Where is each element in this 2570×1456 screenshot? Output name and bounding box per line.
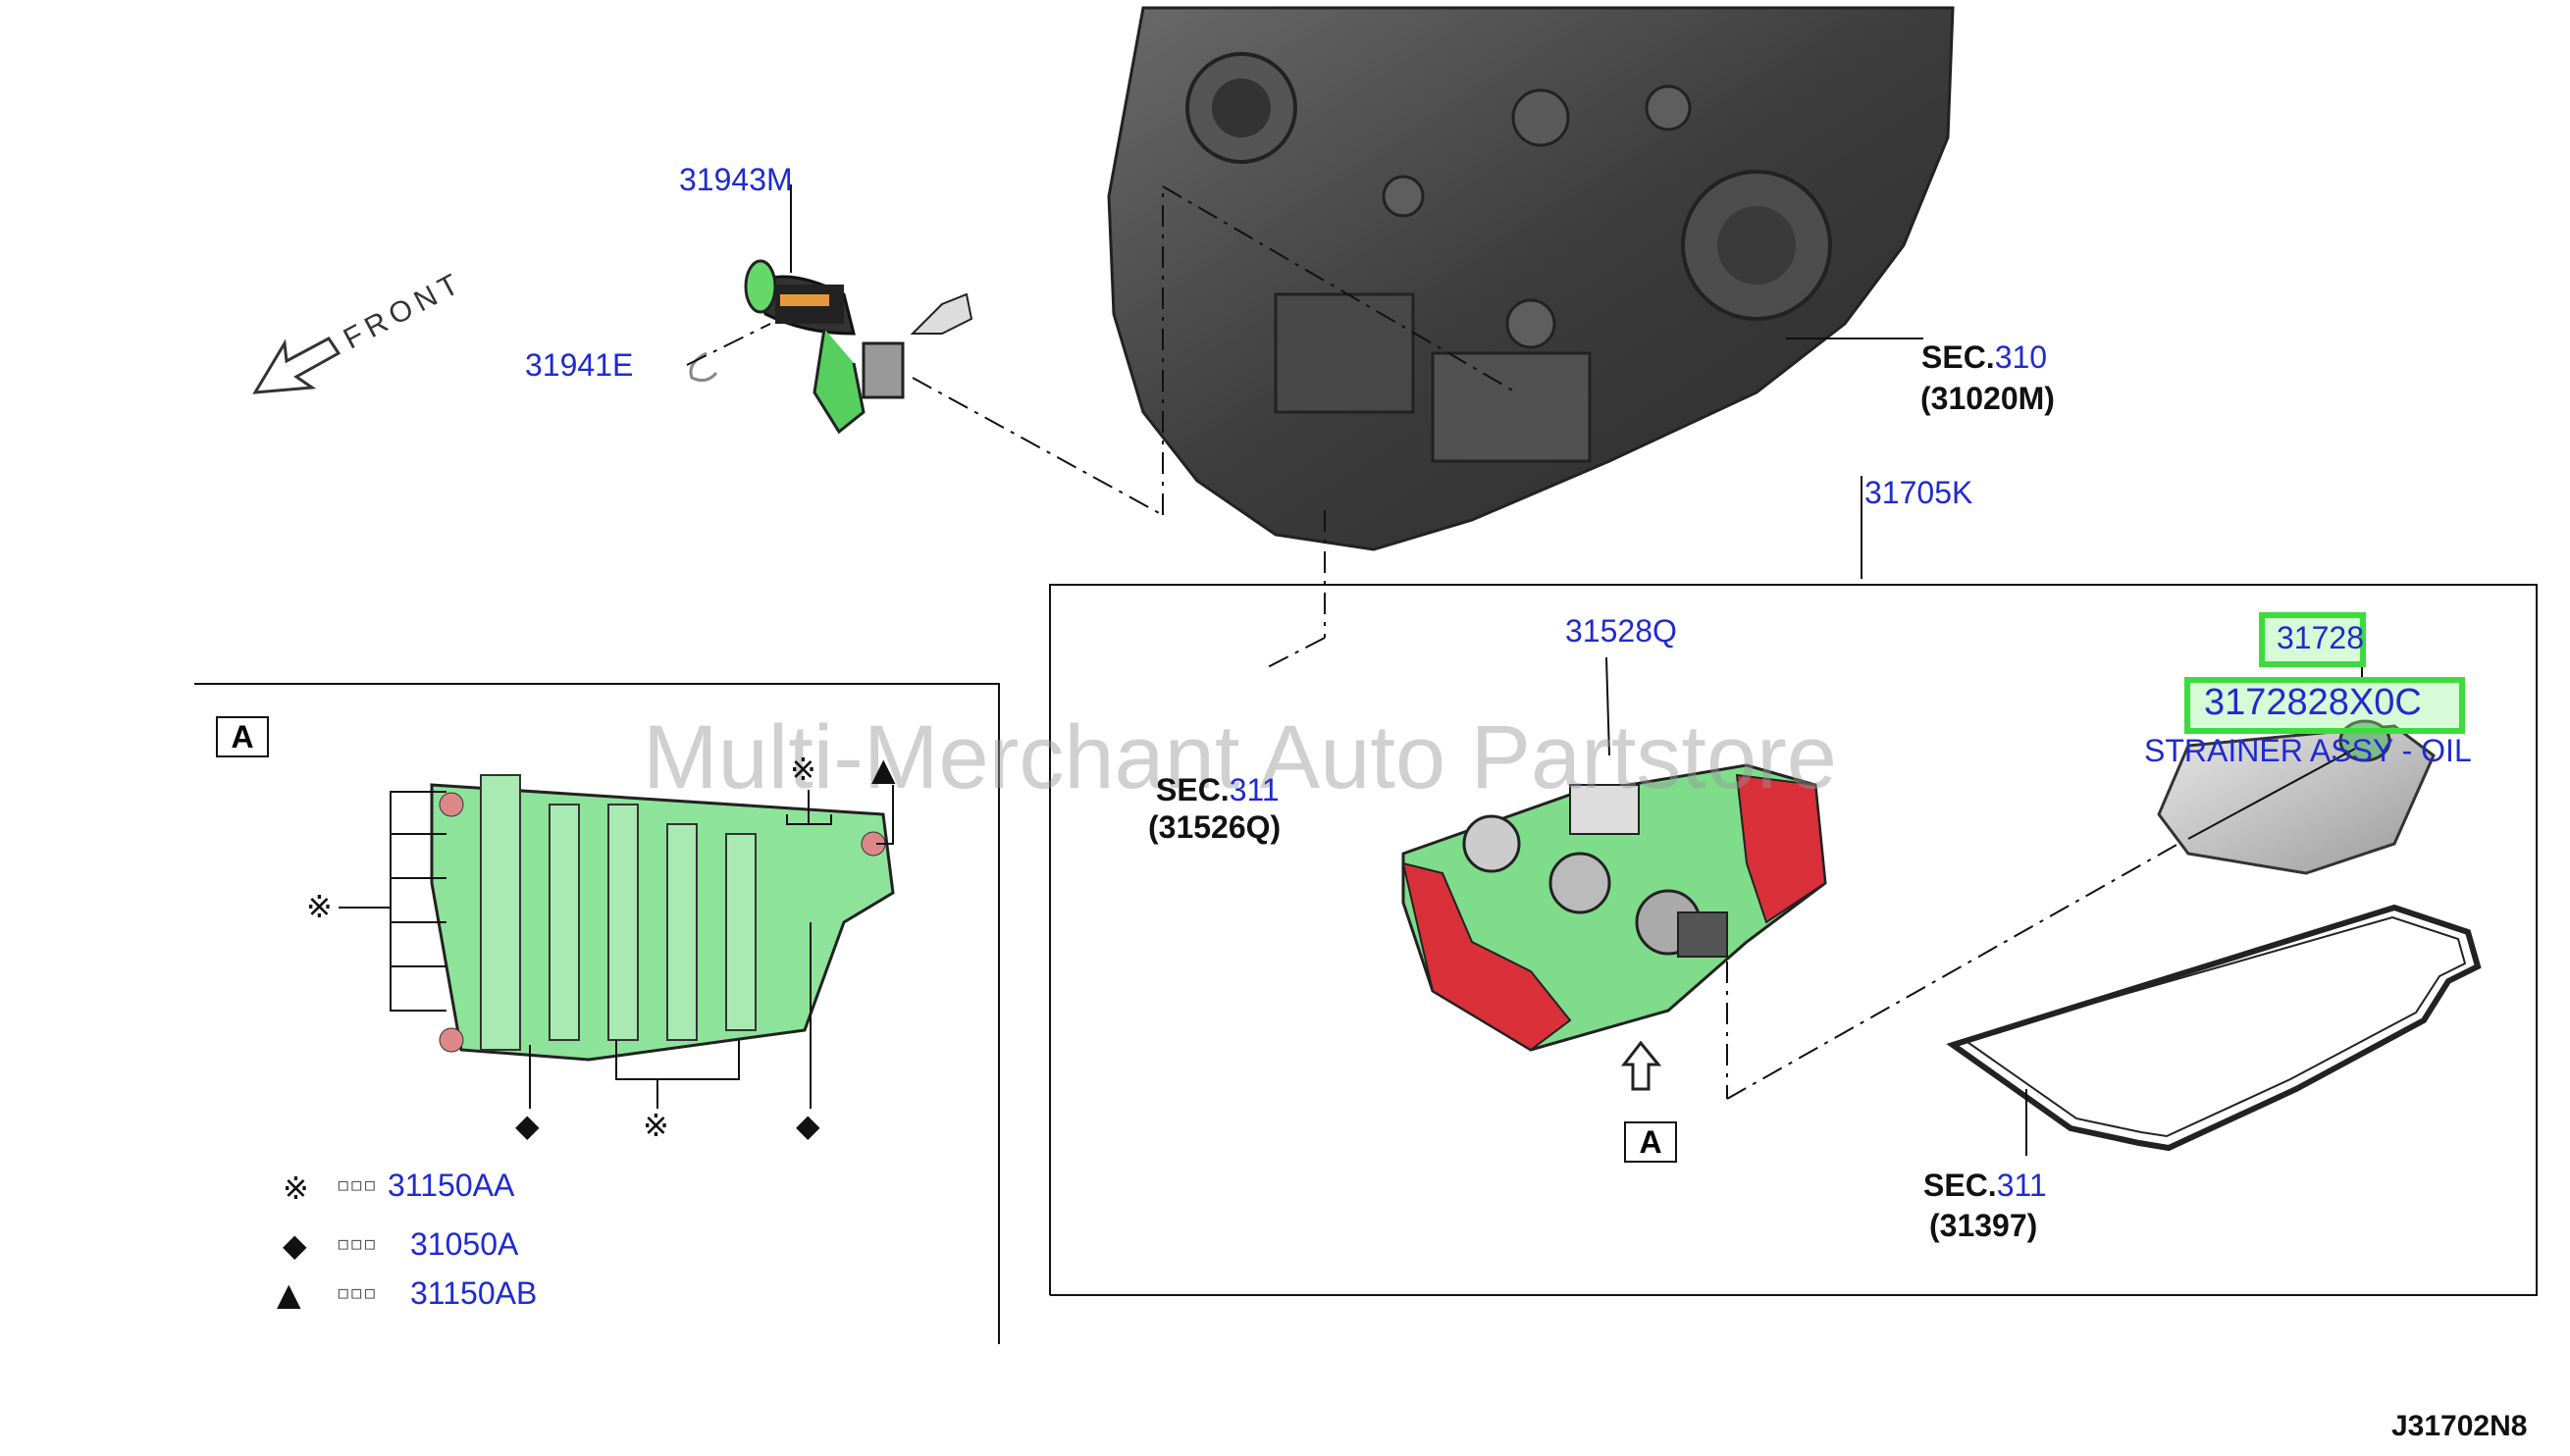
part-link-31728[interactable]: 31728 bbox=[2277, 620, 2364, 655]
legend-dots-1: ▫▫▫ bbox=[337, 1172, 377, 1196]
dash-dot-lines bbox=[686, 185, 2179, 1100]
section-number-311-upper[interactable]: 311 bbox=[1229, 772, 1280, 807]
highlight-box-31728 bbox=[2259, 612, 2366, 667]
legend-part-link-31150AB[interactable]: 31150AB bbox=[410, 1275, 538, 1311]
highlight-box-3172828X0C bbox=[2184, 677, 2465, 734]
valve-body-illustration bbox=[1401, 763, 1827, 1052]
section-ref-311-lower[interactable]: SEC.311 bbox=[1923, 1168, 2047, 1204]
legend-symbol-triangle: ▲ bbox=[277, 1275, 301, 1313]
view-label-box: A bbox=[1624, 1121, 1677, 1163]
inset-label-box: A bbox=[216, 716, 269, 757]
part-link-31528Q[interactable]: 31528Q bbox=[1565, 613, 1677, 649]
legend-dots-3: ▫▫▫ bbox=[337, 1280, 377, 1304]
part-link-3172828X0C[interactable]: 3172828X0C bbox=[2204, 682, 2422, 723]
inset-brackets bbox=[339, 785, 894, 1109]
inset-symbol-diamond-left: ◆ bbox=[515, 1107, 540, 1144]
section-prefix: SEC. bbox=[1156, 772, 1230, 807]
inset-symbol-diamond-right: ◆ bbox=[796, 1107, 820, 1144]
section-ref-310[interactable]: SEC.310 bbox=[1921, 339, 2047, 376]
inset-valve-body-illustration bbox=[430, 774, 895, 1062]
oil-pan-gasket-illustration bbox=[1946, 904, 2482, 1152]
inset-symbol-kome-bottom: ※ bbox=[643, 1107, 669, 1144]
section-ref-311-upper[interactable]: SEC.311 bbox=[1156, 772, 1280, 808]
legend-part-link-31050A[interactable]: 31050A bbox=[410, 1226, 519, 1262]
legend-symbol-diamond: ◆ bbox=[283, 1226, 307, 1264]
legend-dots-2: ▫▫▫ bbox=[337, 1231, 377, 1255]
part-link-31941E[interactable]: 31941E bbox=[525, 347, 634, 383]
strainer-description-link[interactable]: STRAINER ASSY - OIL bbox=[2144, 733, 2472, 768]
inset-symbol-kome-left: ※ bbox=[306, 888, 333, 925]
part-link-31705K[interactable]: 31705K bbox=[1864, 475, 1973, 510]
diagram-code: J31702N8 bbox=[2391, 1410, 2528, 1442]
section-code-31526Q: (31526Q) bbox=[1148, 809, 1282, 845]
frames bbox=[194, 584, 2538, 1344]
speed-sensor-illustration bbox=[689, 259, 973, 435]
front-arrow-icon bbox=[252, 337, 341, 394]
view-arrow-icon bbox=[1620, 1040, 1662, 1091]
section-code-31397: (31397) bbox=[1929, 1208, 2038, 1243]
legend-symbol-kome: ※ bbox=[283, 1170, 309, 1207]
section-number-311-lower[interactable]: 311 bbox=[1996, 1168, 2047, 1203]
section-prefix: SEC. bbox=[1923, 1168, 1997, 1203]
part-link-31943M[interactable]: 31943M bbox=[679, 162, 793, 197]
section-prefix: SEC. bbox=[1921, 339, 1995, 375]
section-code-31020M: (31020M) bbox=[1920, 381, 2055, 416]
legend-part-link-31150AA[interactable]: 31150AA bbox=[388, 1168, 515, 1203]
inset-symbol-triangle-top: ▲ bbox=[871, 751, 896, 788]
transmission-case-illustration bbox=[1107, 6, 1955, 551]
inset-symbol-kome-top: ※ bbox=[790, 751, 816, 788]
section-number-310[interactable]: 310 bbox=[1994, 339, 2048, 375]
